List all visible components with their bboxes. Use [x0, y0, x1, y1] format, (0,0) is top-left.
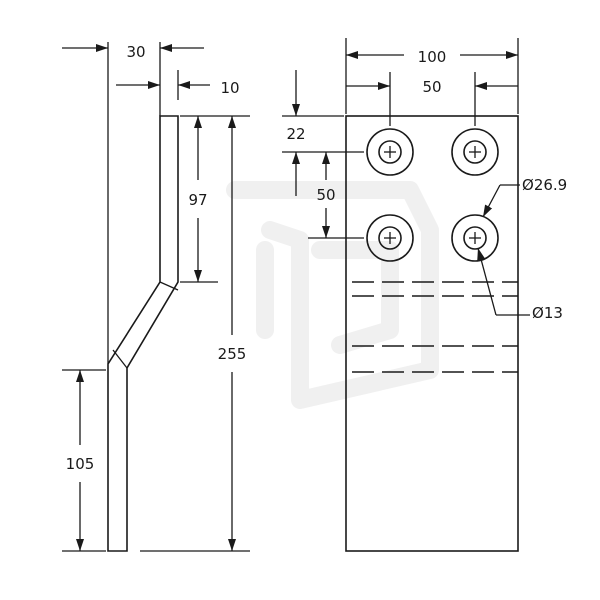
leader-arrow: [477, 247, 497, 316]
bend-line: [112, 349, 128, 369]
dim-lower-length: 105: [66, 455, 95, 473]
dim-hole-spacing-x: 50: [422, 78, 441, 96]
side-view: 30 10 97 255 105: [62, 42, 250, 552]
side-profile-outline: [107, 115, 179, 552]
bolt-hole: [366, 128, 414, 176]
bolt-hole: [366, 214, 414, 262]
dim-thickness: 30: [126, 43, 145, 61]
bolt-hole: [451, 128, 499, 176]
dim-hole-spacing-y: 50: [316, 186, 335, 204]
dim-top-margin: 22: [286, 125, 305, 143]
plate-outline: [345, 115, 519, 552]
dim-offset: 10: [220, 79, 239, 97]
dim-outer-diameter: Ø26.9: [522, 176, 567, 194]
front-view: 100 50 22 50 Ø26.9 Ø13: [282, 38, 567, 552]
dim-upper-length: 97: [188, 191, 207, 209]
dim-total-length: 255: [218, 345, 247, 363]
dim-plate-width: 100: [418, 48, 447, 66]
dim-inner-diameter: Ø13: [532, 304, 563, 322]
watermark-logo: [226, 181, 439, 409]
bend-line: [159, 281, 179, 291]
bolt-hole: [451, 214, 499, 262]
leader-arrow: [482, 184, 501, 218]
